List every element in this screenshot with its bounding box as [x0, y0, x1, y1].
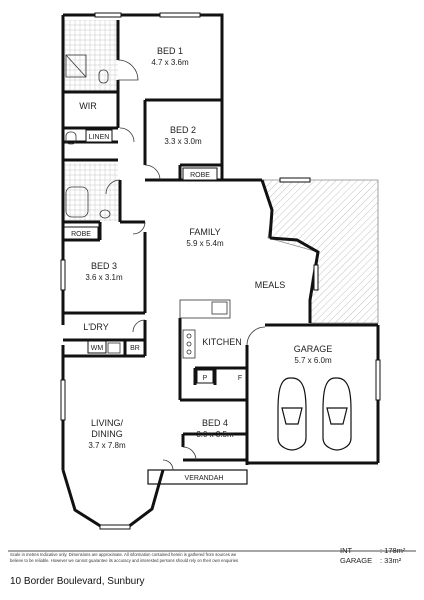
bed3-size: 3.6 x 3.1m — [85, 273, 123, 282]
ensuite-tiles — [64, 20, 118, 92]
robe-bed2-label: ROBE — [190, 172, 210, 179]
linen-box — [85, 129, 113, 143]
living-size: 3.7 x 7.8m — [88, 441, 126, 450]
bathtub — [65, 186, 89, 218]
pantry-box — [196, 369, 214, 384]
robe-bed3-box — [63, 226, 99, 240]
bed2-name: BED 2 — [170, 125, 196, 135]
walls — [61, 13, 380, 529]
kitchen-label: KITCHEN — [202, 337, 242, 347]
garage-area-label: GARAGE — [340, 556, 372, 565]
doors — [105, 59, 266, 471]
bed3-name: BED 3 — [91, 261, 117, 271]
family-name: FAMILY — [189, 227, 220, 237]
shower — [65, 54, 87, 78]
bed4-name: BED 4 — [202, 418, 228, 428]
sink — [211, 301, 228, 315]
bed4-size: 3.0 x 3.5m — [196, 430, 234, 439]
garage-area-value: : 33m² — [380, 556, 402, 565]
garage-size: 5.7 x 6.0m — [294, 356, 332, 365]
robe-bed3-label: ROBE — [71, 231, 91, 238]
meals-label: MEALS — [255, 280, 286, 290]
windows — [60, 12, 381, 530]
bed1-name: BED 1 — [157, 46, 183, 56]
basin-bath — [99, 209, 111, 219]
br-label: BR — [130, 345, 140, 352]
laundry-trough — [107, 342, 121, 354]
disclaimer-line1: Scale in metres Indicative only. Dimensi… — [10, 552, 237, 557]
int-area-label: INT — [340, 546, 353, 555]
toilet-main — [65, 131, 77, 145]
ldry-label: L'DRY — [83, 322, 109, 332]
outdoor-paved-area — [261, 179, 379, 324]
living-line1: LIVING/ — [91, 418, 124, 428]
robe-bed2-box — [182, 167, 218, 181]
int-area-value: : 178m² — [380, 546, 406, 555]
cooktop — [182, 329, 196, 359]
property-address: 10 Border Boulevard, Sunbury — [10, 576, 145, 587]
pantry-label: P — [203, 375, 208, 382]
family-size: 5.9 x 5.4m — [186, 239, 224, 248]
bed1-size: 4.7 x 3.6m — [151, 58, 189, 67]
wir-label: WIR — [79, 101, 97, 111]
kitchen-bench — [179, 299, 231, 319]
fridge-label: F — [238, 375, 242, 382]
garage-name: GARAGE — [294, 344, 333, 354]
disclaimer-line2: believe to be reliable. However we canno… — [10, 558, 238, 563]
room-labels: BED 1 4.7 x 3.6m BED 2 3.3 x 3.0m WIR LI… — [71, 46, 332, 482]
verandah-label: VERANDAH — [185, 475, 224, 482]
living-line2: DINING — [91, 429, 123, 439]
toilet-ensuite — [98, 69, 109, 84]
bed2-size: 3.3 x 3.0m — [164, 137, 202, 146]
linen-label: LINEN — [89, 134, 110, 141]
fixtures — [65, 54, 231, 359]
car-icon — [277, 377, 352, 451]
wm-box — [87, 340, 107, 354]
wm-label: WM — [91, 345, 104, 352]
